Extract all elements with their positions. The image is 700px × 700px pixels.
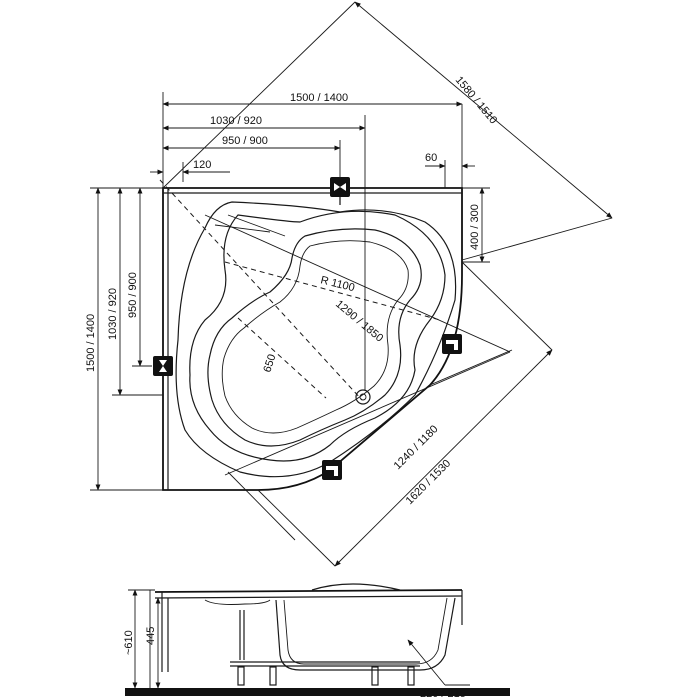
dim-left-950: 950 / 900 <box>127 272 139 318</box>
dim-diag-1290: 1290 / 1850 <box>333 298 385 345</box>
dim-left-1500: 1500 / 1400 <box>85 314 97 372</box>
centre-lines <box>159 179 441 401</box>
dim-side-610: ~610 <box>123 630 135 655</box>
dim-left-1030: 1030 / 920 <box>107 288 119 340</box>
dim-side-220: 220 / 215 <box>420 688 466 700</box>
dim-side-445: 445 <box>145 627 157 645</box>
dim-inner-650: 650 <box>261 353 278 374</box>
diagonal-dimensions: 1580 / 1510 1620 / 1530 1240 / 1180 R 11… <box>162 1 613 567</box>
dim-top-120: 120 <box>193 159 211 171</box>
dim-diag-1620: 1620 / 1530 <box>404 458 454 508</box>
valve-icon <box>330 177 350 205</box>
right-dimension: 400 / 300 <box>462 187 490 263</box>
dim-top-950: 950 / 900 <box>222 135 268 147</box>
drain-icon <box>355 389 371 405</box>
dim-right-400: 400 / 300 <box>469 204 481 250</box>
faucet-icon-right <box>442 334 462 354</box>
faucet-icon-bottom <box>322 460 342 480</box>
dim-top-60: 60 <box>425 152 437 164</box>
left-dimensions: 1500 / 1400 1030 / 920 950 / 900 <box>85 187 163 491</box>
dim-top-width: 1500 / 1400 <box>290 92 348 104</box>
valve-icon-left <box>153 356 173 376</box>
dim-diag-1580: 1580 / 1510 <box>453 74 500 126</box>
dim-radius: R 1100 <box>319 274 356 294</box>
dim-diag-1240: 1240 / 1180 <box>392 423 441 472</box>
side-elevation: ~610 445 220 / 215 <box>123 583 510 700</box>
dim-top-1030: 1030 / 920 <box>210 115 262 127</box>
